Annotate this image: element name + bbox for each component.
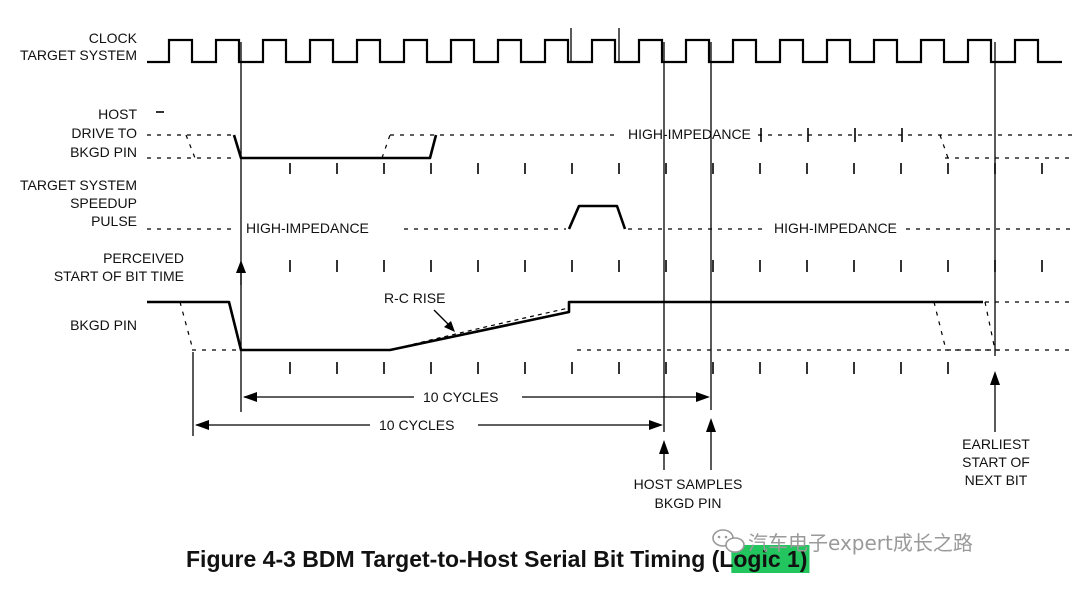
clock-label-line1: CLOCK — [89, 30, 138, 46]
host-label-line1: HOST — [98, 106, 137, 122]
rc-rise-arrow-head — [444, 321, 455, 332]
cycle-dimensions: 10 CYCLES 10 CYCLES — [195, 389, 710, 433]
bkgd-next-fall-dashed — [933, 301, 947, 351]
caption-text: Figure 4-3 BDM Target-to-Host Serial Bit… — [186, 546, 807, 572]
perceived-row: PERCEIVED START OF BIT TIME — [54, 250, 246, 285]
cycles-lower-arrow-left — [195, 420, 209, 430]
earliest-label-line1: EARLIEST — [962, 436, 1030, 452]
cycles-upper-label: 10 CYCLES — [423, 389, 498, 405]
bkgd-label: BKGD PIN — [70, 317, 137, 333]
speedup-label-line2: SPEEDUP — [70, 195, 137, 211]
host-sample-arrow-1-head — [659, 440, 669, 454]
caption-highlight — [731, 545, 810, 573]
host-next-entry-dashed — [939, 134, 949, 159]
speedup-pulse-signal — [567, 204, 627, 230]
speedup-label-line1: TARGET SYSTEM — [20, 177, 137, 193]
rc-rise-curve — [389, 307, 570, 351]
host-samples-label-line1: HOST SAMPLES — [634, 476, 743, 492]
earliest-label-line2: START OF — [962, 454, 1030, 470]
host-samples-label-line2: BKGD PIN — [655, 495, 722, 511]
speedup-row: TARGET SYSTEM SPEEDUP PULSE HIGH-IMPEDAN… — [20, 177, 1075, 236]
cycles-lower-arrow-right — [649, 420, 663, 430]
perceived-start-arrow — [236, 260, 246, 273]
bkgd-row: BKGD PIN R-C RISE — [70, 290, 1075, 352]
perceived-label-line1: PERCEIVED — [103, 250, 184, 266]
host-drive-row: HOST DRIVE TO BKGD PIN HIGH-IMPEDANCE — [70, 106, 1075, 160]
bkgd-entry-dashed — [179, 301, 194, 351]
perceived-label-line2: START OF BIT TIME — [54, 268, 184, 284]
wechat-icon — [712, 529, 745, 553]
host-release-dashed — [381, 134, 391, 159]
cycles-lower-label: 10 CYCLES — [379, 417, 454, 433]
speedup-hiz-label-left: HIGH-IMPEDANCE — [246, 220, 369, 236]
host-hiz-label: HIGH-IMPEDANCE — [628, 126, 751, 142]
clock-waveform: CLOCK TARGET SYSTEM — [20, 30, 1062, 64]
figure-caption: Figure 4-3 BDM Target-to-Host Serial Bit… — [186, 545, 810, 573]
bottom-annotations: HOST SAMPLES BKGD PIN EARLIEST START OF … — [634, 371, 1030, 511]
host-label-line2: DRIVE TO — [71, 125, 137, 141]
clock-label-line2: TARGET SYSTEM — [20, 47, 137, 63]
bkgd-signal — [147, 300, 983, 352]
earliest-arrow-head — [990, 371, 1000, 385]
clock-signal — [147, 38, 1062, 64]
watermark-text: 汽车电子expert成长之路 — [748, 531, 973, 555]
rc-rise-label: R-C RISE — [384, 290, 445, 306]
earliest-label-line3: NEXT BIT — [965, 472, 1028, 488]
bkgd-next-fall-dashed-2 — [984, 301, 996, 351]
host-entry-dashed — [185, 134, 196, 159]
speedup-label-line3: PULSE — [91, 213, 137, 229]
host-sample-arrow-2-head — [706, 418, 716, 432]
host-label-line3: BKGD PIN — [70, 144, 137, 160]
host-drive-signal — [232, 134, 438, 160]
cycle-ticks — [289, 128, 1043, 374]
cycles-upper-arrow-left — [243, 392, 257, 402]
speedup-hiz-label-right: HIGH-IMPEDANCE — [774, 220, 897, 236]
watermark: 汽车电子expert成长之路 — [712, 529, 973, 555]
cycles-upper-arrow-right — [696, 392, 710, 402]
